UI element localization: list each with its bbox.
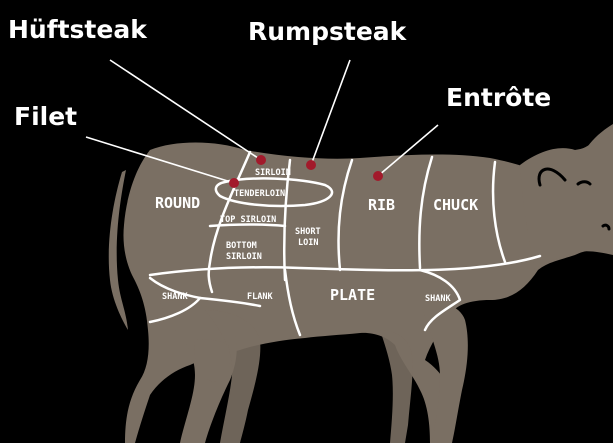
cut-label-flank: FLANK bbox=[247, 292, 273, 302]
cut-label-short-loin-2: LOIN bbox=[298, 238, 318, 248]
cut-label-round: ROUND bbox=[155, 194, 200, 212]
front-leg-back bbox=[380, 330, 413, 443]
cut-label-tenderloin: TENDERLOIN bbox=[234, 189, 285, 199]
cut-label-top-sirloin: TOP SIRLOIN bbox=[220, 215, 276, 225]
cut-label-shank-rear: SHANK bbox=[162, 292, 188, 302]
cow-head bbox=[520, 130, 613, 270]
marker-entrote bbox=[373, 171, 383, 181]
marker-hueftsteak bbox=[256, 155, 266, 165]
cut-label-bottom-sirloin-1: BOTTOM bbox=[226, 241, 257, 251]
cut-label-bottom-sirloin-2: SIRLOIN bbox=[226, 252, 262, 262]
cut-label-shank-front: SHANK bbox=[425, 294, 451, 304]
callout-hueftsteak: Hüftsteak bbox=[8, 15, 148, 44]
callout-entrote: Entrôte bbox=[446, 83, 551, 112]
cow-silhouette bbox=[109, 124, 613, 443]
cut-label-short-loin-1: SHORT bbox=[295, 227, 321, 237]
cut-label-plate: PLATE bbox=[330, 286, 375, 304]
callout-filet: Filet bbox=[14, 102, 77, 131]
marker-rumpsteak bbox=[306, 160, 316, 170]
callout-rumpsteak: Rumpsteak bbox=[248, 17, 408, 46]
cut-label-sirloin: SIRLOIN bbox=[255, 168, 291, 178]
marker-filet bbox=[229, 178, 239, 188]
cut-label-rib: RIB bbox=[368, 196, 395, 214]
leader-rumpsteak bbox=[311, 60, 350, 165]
cut-label-chuck: CHUCK bbox=[433, 196, 478, 214]
